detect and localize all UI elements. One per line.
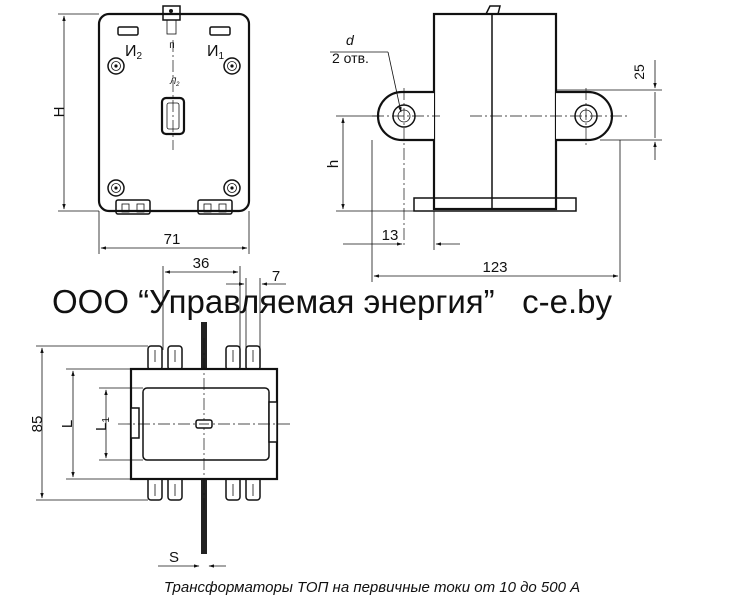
figure-caption: Трансформаторы ТОП на первичные токи от … (164, 579, 580, 596)
dim-36: 36 (193, 255, 210, 272)
watermark: ООО “Управляемая энергия” c-e.by (52, 283, 613, 320)
dim-123: 123 (482, 259, 507, 276)
dim-13: 13 (382, 227, 399, 244)
side-view: d 2 отв. 25 h 13 123 (325, 5, 662, 282)
screw-terminal-top-left (107, 57, 125, 75)
dim-25: 25 (631, 64, 647, 80)
upper-terminal-lugs (147, 345, 261, 371)
screw-terminal-bottom-left (107, 179, 125, 197)
dim-width-71: 71 (164, 231, 181, 248)
top-terminal-mark: п (169, 40, 174, 51)
front-foot-left (115, 199, 151, 215)
terminal-label-left: И2 (125, 43, 143, 62)
lower-terminal-lugs (147, 475, 261, 501)
dim-thickness-S: S (169, 549, 179, 566)
side-mounting-lug-left (376, 90, 434, 142)
front-view: И2 И1 п Л2 H 71 (51, 5, 251, 254)
dim-inner-length-L1: L1 (93, 417, 112, 431)
hole-diameter-label: d (346, 32, 355, 48)
hole-count-label: 2 отв. (332, 50, 369, 66)
dim-height-H: H (51, 107, 68, 118)
terminal-label-right: И1 (207, 43, 225, 62)
dim-length-L: L (59, 420, 76, 428)
side-base-plate (413, 197, 577, 212)
dim-height-h: h (325, 160, 342, 168)
front-foot-right (197, 199, 233, 215)
front-top-slot-right (209, 26, 231, 36)
screw-terminal-bottom-right (223, 179, 241, 197)
front-top-slot-left (117, 26, 139, 36)
front-body-outline (97, 12, 251, 213)
dim-85: 85 (29, 416, 46, 433)
center-mark: Л2 (169, 76, 180, 88)
top-view: 36 7 85 L L1 S (29, 255, 290, 568)
dim-7: 7 (272, 268, 280, 285)
side-body-outline (432, 12, 558, 211)
side-mounting-lug-right (556, 90, 614, 142)
front-primary-window (160, 96, 186, 136)
screw-terminal-top-right (223, 57, 241, 75)
